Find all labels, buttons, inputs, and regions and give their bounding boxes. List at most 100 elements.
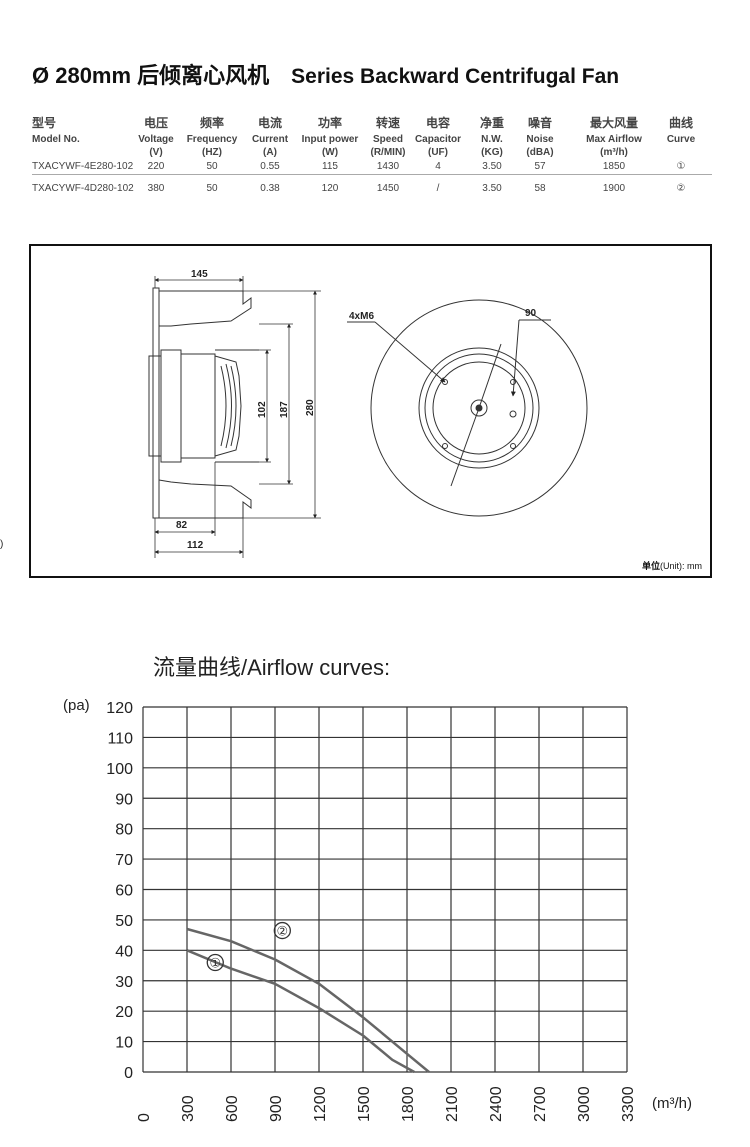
table-row-cell: / xyxy=(436,183,440,194)
dim-187: 187 xyxy=(279,401,290,418)
table-row-cell: 57 xyxy=(534,161,546,172)
header-row-unit-cell: (R/MIN) xyxy=(370,147,406,158)
chart-title: 流量曲线/Airflow curves: xyxy=(153,655,391,680)
table-row-cell: 58 xyxy=(534,183,546,194)
table-row-cell: 1450 xyxy=(376,183,400,194)
y-tick-label: 0 xyxy=(124,1065,133,1082)
dim-112: 112 xyxy=(187,540,204,551)
header-row-unit-cell: (HZ) xyxy=(202,147,222,158)
title-en: Series Backward Centrifugal Fan xyxy=(291,65,620,88)
series-line xyxy=(186,927,430,1073)
header-row-en: Model No. Voltage Frequency Current Input po… xyxy=(32,134,712,147)
header-row-zh-cell: 噪音 xyxy=(527,116,552,130)
series-line xyxy=(186,949,415,1074)
x-tick-label: 0 xyxy=(136,1113,153,1122)
header-row-unit-cell: (UF) xyxy=(428,147,448,158)
table-row-cell: 120 xyxy=(321,183,339,194)
dimension-drawing: 145 102 187 280 82 112 4xM6 90 xyxy=(29,244,712,578)
table-row-cell: 4 xyxy=(435,161,441,172)
x-tick-label: 600 xyxy=(224,1095,241,1122)
series-label: ② xyxy=(277,925,289,940)
table-row-cell: 115 xyxy=(322,161,338,172)
x-tick-label: 900 xyxy=(268,1095,285,1122)
x-tick-label: 1500 xyxy=(356,1086,373,1122)
header-row-en-cell: Frequency xyxy=(186,134,238,145)
y-tick-label: 30 xyxy=(115,974,133,991)
x-tick-label: 1800 xyxy=(400,1086,417,1122)
header-row-en-cell: Capacitor xyxy=(414,134,462,145)
header-row-unit-cell: (V) xyxy=(149,147,163,158)
header-row-zh-cell: 电流 xyxy=(257,116,282,130)
x-tick-label: 2100 xyxy=(444,1086,461,1122)
fan-drawing-svg: 145 102 187 280 82 112 4xM6 90 xyxy=(148,269,588,558)
y-tick-label: 100 xyxy=(106,761,133,778)
y-axis-label: (pa) xyxy=(63,697,90,714)
header-row-en-cell: Input power xyxy=(301,134,359,145)
header-row-en-cell: Speed xyxy=(372,134,403,145)
table-row-cell: 1430 xyxy=(376,161,400,172)
table-row-cell: 1900 xyxy=(602,183,626,194)
series-label: ① xyxy=(209,957,221,972)
header-row-unit-cell: (KG) xyxy=(481,147,503,158)
dim-280: 280 xyxy=(305,399,316,416)
table-row-cell: 3.50 xyxy=(482,183,502,194)
x-tick-label: 3000 xyxy=(576,1086,593,1122)
header-row-en-cell: Noise xyxy=(526,134,554,145)
x-tick-label: 1200 xyxy=(312,1086,329,1122)
table-row-cell: TXACYWF-4E280-102 xyxy=(32,161,134,172)
table-row-cell: 3.50 xyxy=(482,161,502,172)
side-view xyxy=(148,287,259,519)
header-row-en-cell: Max Airflow xyxy=(586,134,642,145)
header-row-unit-cell: (W) xyxy=(321,147,339,158)
stray-mark: ) xyxy=(0,539,4,550)
x-tick-label: 2400 xyxy=(488,1086,505,1122)
y-tick-label: 90 xyxy=(115,791,133,808)
header-row-en-cell: Voltage xyxy=(138,134,174,145)
header-row-en-cell: Current xyxy=(251,134,289,145)
header-row-zh-cell: 净重 xyxy=(479,116,504,130)
table-row-cell: 0.55 xyxy=(260,161,280,172)
header-row-zh-cell: 曲线 xyxy=(668,116,693,130)
header-row-zh-cell: 功率 xyxy=(317,116,342,130)
y-tick-label: 110 xyxy=(107,730,133,747)
table-row-cell: 50 xyxy=(206,161,218,172)
table-row-cell: 50 xyxy=(206,183,218,194)
header-row-en-cell: N.W. xyxy=(481,134,503,145)
header-row-unit-cell: (dBA) xyxy=(526,147,554,158)
unit-note-text: (Unit): mm xyxy=(660,561,702,571)
y-tick-label: 20 xyxy=(115,1004,133,1021)
header-row-unit: (V) (HZ) (A) (W) (R/MIN) (UF) (KG) (dBA) (m³/h) xyxy=(32,147,712,161)
y-tick-label: 40 xyxy=(115,943,133,960)
dim-4xm6: 4xM6 xyxy=(349,311,374,322)
x-axis-label: (m³/h) xyxy=(652,1095,692,1112)
table-row: TXACYWF-4E280-102 220 50 0.55 115 1430 4 3.50 57… xyxy=(32,161,712,183)
unit-note-bold: 单位 xyxy=(641,561,660,571)
header-row-zh: 型号电压频率电流功率转速电容净重噪音最大风量曲线 xyxy=(32,114,712,134)
header-row-en-cell: Model No. xyxy=(32,134,80,145)
y-tick-label: 50 xyxy=(115,913,133,930)
y-tick-label: 80 xyxy=(115,822,133,839)
dim-102: 102 xyxy=(257,401,268,418)
row-divider xyxy=(32,174,712,175)
header-row-zh-cell: 电压 xyxy=(143,116,168,130)
table-row-cell: 0.38 xyxy=(260,183,280,194)
table-row-cell: ② xyxy=(676,183,686,194)
side-view-dims xyxy=(154,276,321,558)
table-row-cell: 1850 xyxy=(602,161,626,172)
header-row-unit-cell: (m³/h) xyxy=(600,147,628,158)
dim-145: 145 xyxy=(191,269,208,280)
x-tick-label: 300 xyxy=(180,1095,197,1122)
y-tick-label: 10 xyxy=(115,1035,133,1052)
table-row-cell: TXACYWF-4D280-102 xyxy=(32,183,134,194)
x-tick-label: 2700 xyxy=(532,1086,549,1122)
y-tick-label: 70 xyxy=(115,852,133,869)
series-marker-circle xyxy=(206,953,224,972)
table-row-cell: 220 xyxy=(147,161,165,172)
y-tick-label: 60 xyxy=(115,883,133,900)
y-tick-label: 120 xyxy=(106,700,133,717)
header-row-unit-cell: (A) xyxy=(263,147,277,158)
header-row-en-cell: Curve xyxy=(666,134,696,145)
